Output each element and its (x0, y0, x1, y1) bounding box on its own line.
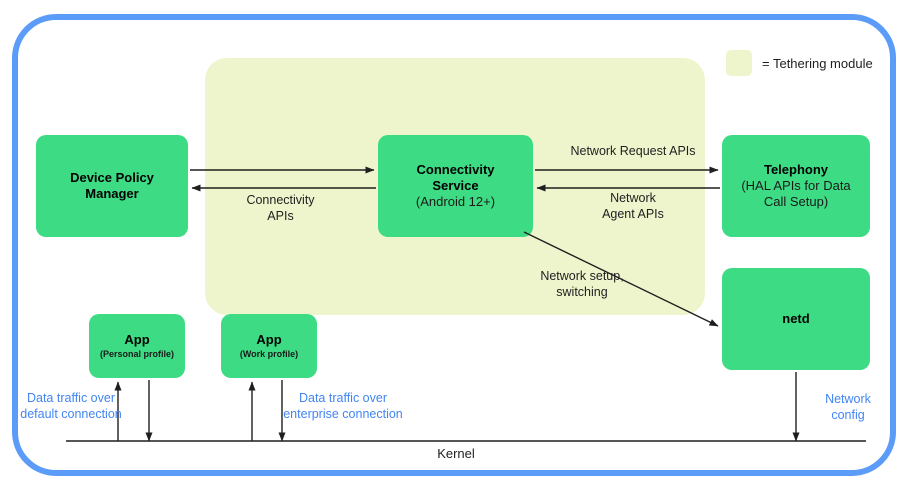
node-title-line2: Service (432, 177, 479, 193)
legend: = Tethering module (726, 50, 873, 76)
edge-label-network-request-apis: Network Request APIs (570, 144, 696, 158)
edge-label-network-agent-apis: Network Agent APIs (602, 191, 664, 222)
edge-label-connectivity-apis: Connectivity APIs (246, 193, 315, 224)
kernel-label: Kernel (437, 446, 475, 461)
node-title-line1: Device Policy (70, 169, 154, 185)
node-title-line2: Manager (85, 186, 139, 201)
node-title-line1: netd (782, 310, 810, 326)
legend-label-tethering: = Tethering module (762, 55, 873, 71)
device-frame-border (12, 14, 896, 476)
node-subtitle: (Work profile) (239, 348, 299, 359)
edge-label-data-traffic-default: Data traffic over default connection (20, 391, 122, 422)
node-title-line1: Connectivity (416, 161, 495, 177)
node-connectivity-service[interactable]: Connectivity Service (Android 12+) (378, 135, 533, 237)
node-subtitle: (Android 12+) (415, 194, 496, 210)
node-subtitle-line2: Call Setup) (763, 194, 829, 210)
node-subtitle-line1: (HAL APIs for Data (741, 177, 851, 193)
node-title-line1: App (124, 332, 150, 348)
node-subtitle: (Personal profile) (99, 348, 174, 359)
node-title-line1: App (256, 332, 282, 348)
node-app-personal-profile[interactable]: App (Personal profile) (89, 314, 185, 378)
edge-label-network-setup-switching: Network setup, switching (540, 269, 624, 300)
edge-label-data-traffic-enterprise: Data traffic over enterprise connection (283, 391, 403, 422)
node-title-line1: Telephony (763, 161, 829, 177)
node-telephony[interactable]: Telephony (HAL APIs for Data Call Setup) (722, 135, 870, 237)
node-app-work-profile[interactable]: App (Work profile) (221, 314, 317, 378)
node-device-policy-manager[interactable]: Device Policy Manager (36, 135, 188, 237)
legend-swatch-tethering (726, 50, 752, 76)
node-netd[interactable]: netd (722, 268, 870, 370)
edge-label-network-config: Network config (825, 392, 871, 423)
